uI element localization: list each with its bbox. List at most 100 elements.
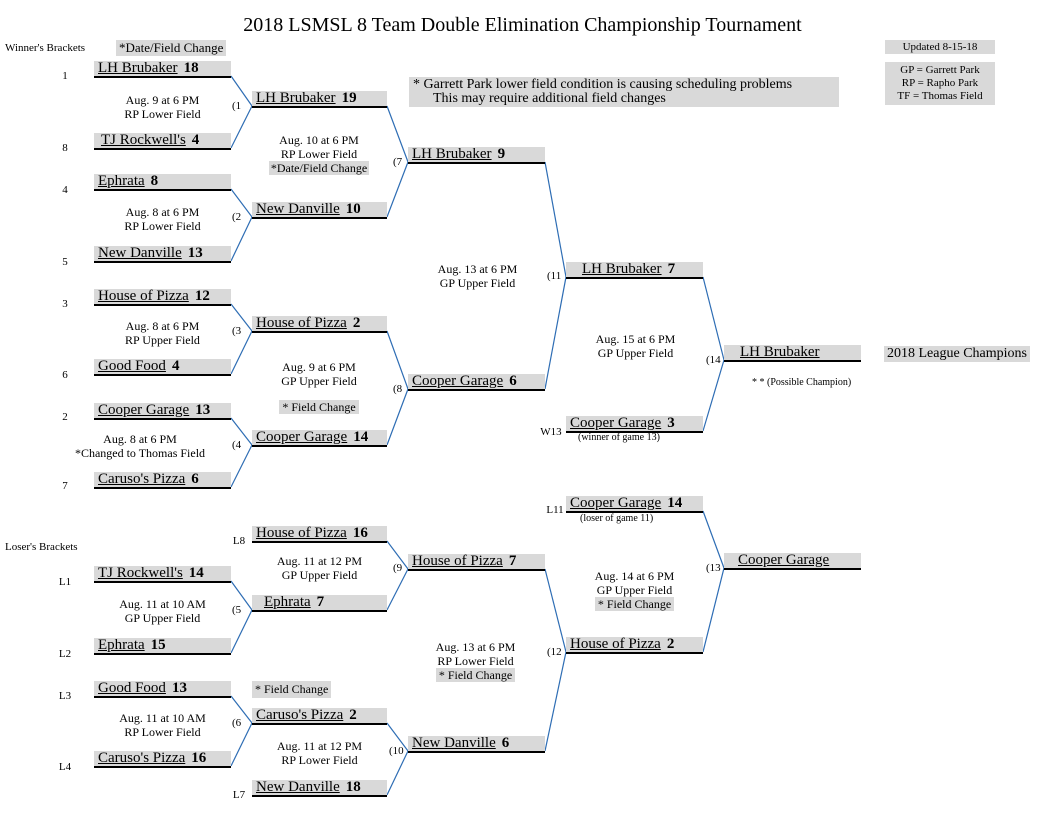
seed-l1: L1: [58, 576, 72, 588]
date-field-change-note: *Date/Field Change: [116, 40, 227, 56]
game-number-4: (4: [232, 439, 242, 451]
team-slot-r4-1: LH Brubaker 7: [566, 262, 703, 279]
game-change-note: * Field Change: [594, 597, 675, 611]
team-name: House of Pizza: [412, 553, 503, 569]
game-date: Aug. 11 at 12 PM: [276, 739, 363, 753]
game-field: RP Upper Field: [125, 333, 200, 347]
game-date: Aug. 11 at 10 AM: [119, 597, 206, 611]
team-name: House of Pizza: [570, 636, 661, 652]
seed-l2: L2: [58, 648, 72, 660]
game-field: *Changed to Thomas Field: [74, 446, 206, 460]
team-name: Cooper Garage: [256, 429, 348, 445]
game-number-5: (5: [232, 604, 242, 616]
team-name: LH Brubaker: [256, 90, 336, 106]
game-number-8: (8: [393, 383, 403, 395]
team-name: Ephrata: [98, 637, 145, 653]
team-name: New Danville: [98, 245, 182, 261]
team-slot-r3-1: LH Brubaker 9: [408, 147, 545, 164]
team-score: 13: [195, 402, 211, 418]
team-name: LH Brubaker: [582, 261, 662, 277]
game-number-11: (11: [547, 270, 562, 282]
game-date: Aug. 11 at 10 AM: [119, 711, 206, 725]
game-date: Aug. 13 at 6 PM: [435, 640, 516, 654]
game-date: Aug. 8 at 6 PM: [125, 205, 200, 219]
game-change-note: * Field Change: [435, 668, 516, 682]
team-score: 18: [183, 60, 199, 76]
game-field: RP Lower Field: [281, 753, 358, 767]
game-field: RP Lower Field: [437, 654, 514, 668]
seed-l3: L3: [58, 690, 72, 702]
game-field: GP Upper Field: [281, 568, 358, 582]
team-name: LH Brubaker: [98, 60, 178, 76]
game-date: Aug. 9 at 6 PM: [282, 360, 356, 374]
team-name: Good Food: [98, 358, 166, 374]
team-score: 8: [150, 173, 159, 189]
team-slot-r2-4: Cooper Garage 14: [252, 430, 387, 447]
team-name: Caruso's Pizza: [256, 707, 344, 723]
game-field: RP Lower Field: [124, 725, 201, 739]
notice-line-1: * Garrett Park lower field condition is …: [413, 77, 793, 92]
game-change-note: * Field Change: [279, 400, 359, 414]
game-date: Aug. 9 at 6 PM: [125, 93, 200, 107]
seed-6: 6: [62, 369, 68, 381]
game-date: Aug. 8 at 6 PM: [125, 319, 200, 333]
game-field: GP Upper Field: [597, 346, 674, 360]
losers-bracket-label: Loser's Brackets: [5, 541, 78, 553]
team-score: 3: [667, 415, 675, 431]
game-field: GP Upper Field: [281, 374, 357, 388]
game-number-10: (10: [389, 745, 404, 757]
team-score: 6: [509, 373, 517, 389]
team-score: 15: [150, 637, 166, 653]
field-legend: GP = Garrett Park RP = Rapho Park TF = T…: [885, 62, 995, 105]
team-name: Good Food: [98, 680, 166, 696]
team-name: LH Brubaker: [412, 146, 492, 162]
game-number-9: (9: [393, 562, 403, 574]
team-name: TJ Rockwell's: [98, 565, 183, 581]
team-score: 9: [497, 146, 506, 162]
updated-date: Updated 8-15-18: [885, 40, 995, 54]
team-score: 6: [501, 735, 510, 751]
game-4-info: Aug. 8 at 6 PM*Changed to Thomas Field: [50, 432, 230, 460]
winner-of-game-13-note: (winner of game 13): [578, 432, 660, 443]
seed-l7: L7: [232, 789, 246, 801]
seed-2: 2: [62, 411, 68, 423]
seed-7: 7: [62, 480, 68, 492]
notice-line-2: This may require additional field change…: [433, 91, 666, 106]
team-slot-r2-1: LH Brubaker 19: [252, 91, 387, 108]
team-name: TJ Rockwell's: [101, 132, 186, 148]
game-field: GP Upper Field: [596, 583, 673, 597]
team-name: Cooper Garage: [738, 552, 830, 568]
loser-of-game-11-note: (loser of game 11): [580, 513, 654, 524]
team-score: 6: [191, 471, 199, 487]
team-score: 14: [353, 429, 369, 445]
game-number-3: (3: [232, 325, 242, 337]
game-number-2: (2: [232, 211, 242, 223]
team-score: 7: [667, 261, 676, 277]
team-name: House of Pizza: [256, 315, 347, 331]
game-field: GP Upper Field: [439, 276, 516, 290]
game-number-12: (12: [547, 646, 562, 658]
possible-champion-note: * * (Possible Champion): [752, 377, 852, 388]
team-name: Caruso's Pizza: [98, 471, 186, 487]
team-score: 19: [341, 90, 357, 106]
